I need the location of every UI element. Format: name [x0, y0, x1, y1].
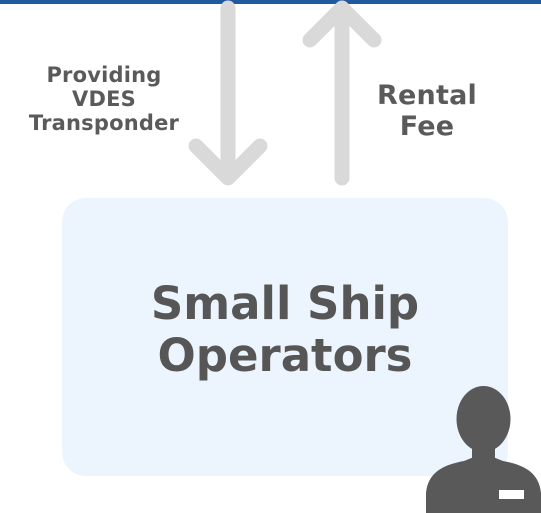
flow-arrows [188, 0, 382, 186]
person-silhouette-icon [426, 386, 541, 513]
providing-transponder-label: Providing VDES Transponder [14, 63, 194, 135]
providing-label-line-3: Transponder [28, 111, 180, 136]
arrow-down-icon [188, 0, 268, 186]
providing-label-line-1: Providing [46, 63, 162, 87]
arrow-up-icon [302, 0, 382, 186]
rental-fee-label: Rental Fee [372, 80, 482, 142]
rental-fee-line-1: Rental [377, 80, 477, 111]
box-title-line-1: Small Ship [150, 277, 420, 330]
box-title-line-2: Operators [157, 328, 413, 382]
small-ship-operators-box [62, 198, 508, 476]
top-border-bar [0, 0, 541, 4]
rental-fee-line-2: Fee [399, 111, 455, 143]
small-ship-operators-title: Small Ship Operators [62, 278, 508, 382]
providing-label-line-2: VDES [72, 87, 136, 112]
